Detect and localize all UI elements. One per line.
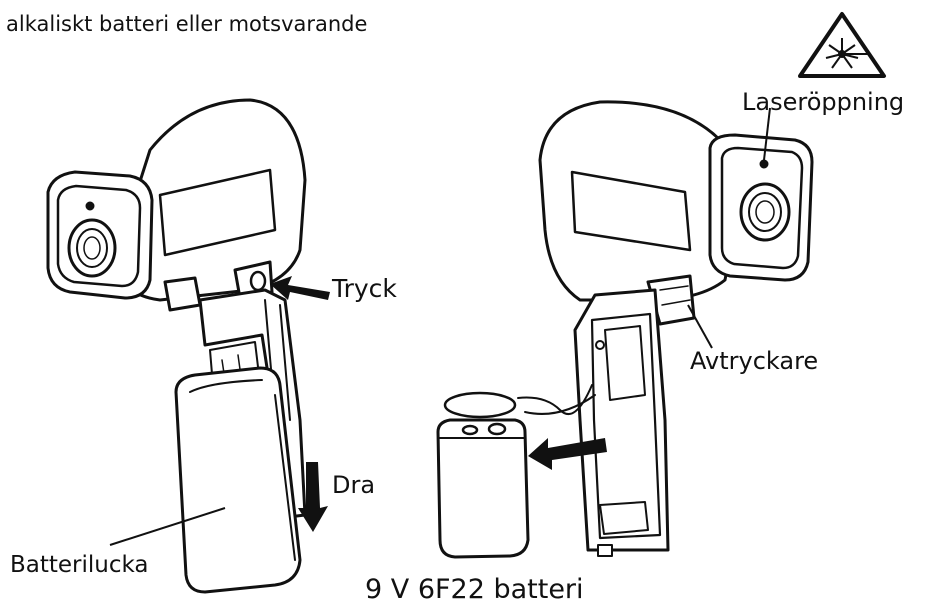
pull-label: Dra — [332, 471, 376, 499]
leader-line-laser — [763, 107, 771, 161]
arrow-down-icon — [298, 462, 328, 532]
laser-warning-icon — [798, 12, 886, 78]
battery-type-label: 9 V 6F22 batteri — [365, 574, 584, 605]
arrow-left-icon — [270, 276, 330, 300]
thermometer-right — [436, 100, 814, 559]
arrow-left-icon — [528, 438, 607, 470]
thermometer-left — [46, 98, 307, 594]
laser-opening-label: Laseröppning — [742, 88, 905, 116]
push-label: Tryck — [332, 274, 397, 303]
header-text: alkaliskt batteri eller motsvarande — [6, 12, 368, 36]
battery-cover-label: Batterilucka — [10, 552, 149, 578]
leader-line-trigger — [687, 304, 713, 349]
leader-line-cover — [109, 507, 226, 546]
trigger-label: Avtryckare — [690, 347, 819, 375]
